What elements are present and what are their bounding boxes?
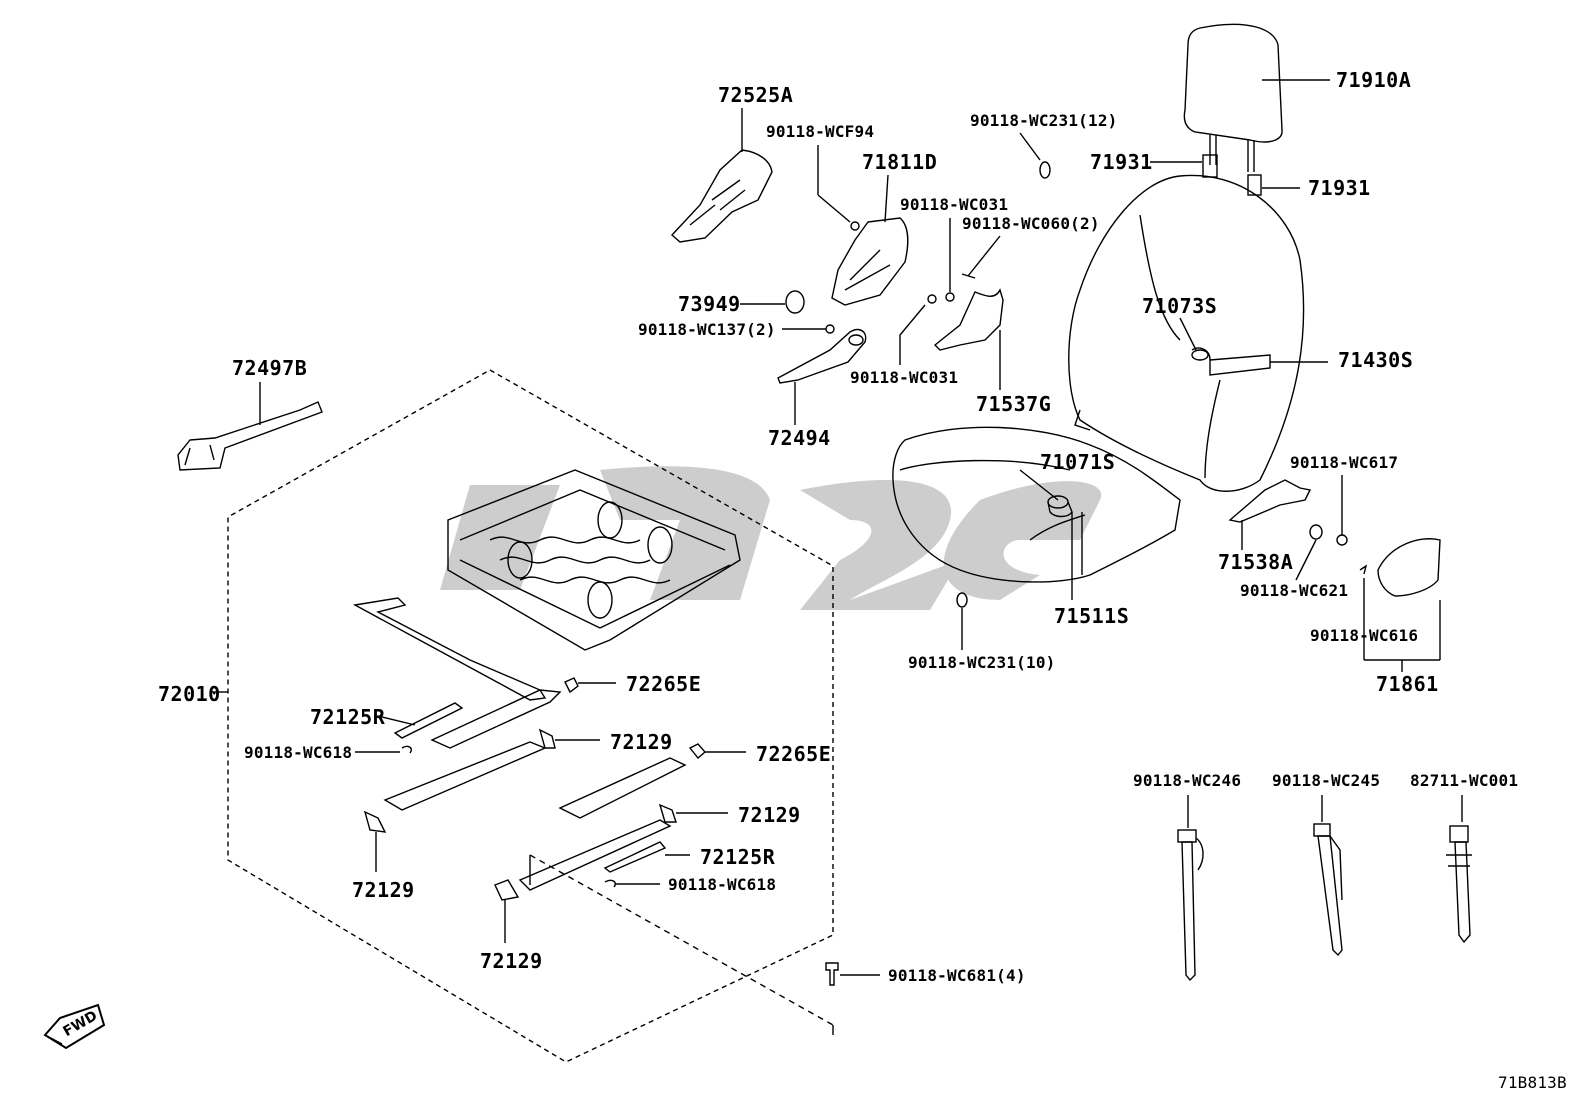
recliner-cover-72525A [670,149,773,243]
rail-upper-left [430,689,562,749]
cover-71861 [1377,538,1441,597]
heater-71430S [1191,347,1271,376]
headrest-71910A [1183,23,1283,143]
label-90118-WC245: 90118-WC245 [1272,771,1381,790]
assembly-line [529,854,834,1026]
label-71811D: 71811D [862,150,938,174]
seat-cushion-frame [447,469,741,651]
label-71538A: 71538A [1218,550,1294,574]
rail-lower-left [383,741,547,811]
watermark-shape-3 [800,480,960,610]
cable-tie-WC245 [1313,795,1343,957]
label-72494: 72494 [768,426,831,450]
label-90118-WC031-a: 90118-WC031 [900,195,1009,214]
label-90118-WCF94: 90118-WCF94 [766,122,875,141]
line-art [43,23,1472,1063]
headrest-guide-right [1247,174,1262,196]
rail-lower-right [518,819,672,891]
label-90118-WC231-10: 90118-WC231(10) [908,653,1056,672]
label-90118-WC621: 90118-WC621 [1240,581,1349,600]
clip-WC231-12 [1039,161,1051,179]
label-72129-c: 72129 [352,878,415,902]
clamp-82711-WC001 [1446,795,1472,944]
label-90118-WC616: 90118-WC616 [1310,626,1419,645]
seat-cushion-71071S [892,426,1181,583]
label-72525A: 72525A [718,83,794,107]
fwd-arrow-icon [43,1003,106,1050]
label-72265E-a: 72265E [626,672,702,696]
label-72129-a: 72129 [610,730,673,754]
label-72010: 72010 [158,682,221,706]
screw-WCF94 [850,221,860,231]
label-90118-WC246: 90118-WC246 [1133,771,1242,790]
cover-72129-c [363,810,387,833]
clip-WC231-10 [956,592,968,608]
spring-72125R-b [603,841,667,873]
leader-72125R-a [377,715,416,726]
cover-71811D [831,217,909,306]
label-72497B: 72497B [232,356,308,380]
wire-rod [352,597,547,701]
rail-upper-right [558,757,687,819]
label-71931-b: 71931 [1308,176,1371,200]
clip-WC616 [1359,564,1368,575]
label-90118-WC681-4: 90118-WC681(4) [888,966,1026,985]
label-71537G: 71537G [976,392,1052,416]
leader-90118-WCF94 [817,194,851,223]
bolt-WC681 [825,962,839,986]
label-71071S: 71071S [1040,450,1116,474]
label-90118-WC617: 90118-WC617 [1290,453,1399,472]
label-90118-WC231-12: 90118-WC231(12) [970,111,1118,130]
label-71861: 71861 [1376,672,1439,696]
figure-code: 71B813B [1498,1073,1567,1092]
watermark [440,466,1102,610]
label-71931-a: 71931 [1090,150,1153,174]
trim-72497B [177,401,323,471]
knob-73949 [785,290,805,314]
label-72129-b: 72129 [738,803,801,827]
cover-72129-d [494,879,520,901]
cover-72129-b [658,803,677,823]
bracket-71538A [1228,479,1312,523]
seat-back-71073S [1068,174,1305,492]
label-90118-WC060-2: 90118-WC060(2) [962,214,1100,233]
label-90118-WC137-2: 90118-WC137(2) [638,320,776,339]
bracket-72265E-a [564,677,579,694]
label-82711-WC001: 82711-WC001 [1410,771,1519,790]
cover-72129-a [538,728,556,749]
label-72129-d: 72129 [480,949,543,973]
label-71511S: 71511S [1054,604,1130,628]
label-90118-WC618-b: 90118-WC618 [668,875,777,894]
cable-tie-WC246 [1177,795,1204,982]
leader-90118-WC060 [967,235,1001,277]
label-72265E-b: 72265E [756,742,832,766]
leader-71811D [884,174,889,223]
leader-71073S [1179,317,1197,351]
clip-WC618-b [604,879,616,888]
label-71430S: 71430S [1338,348,1414,372]
leader-90118-WC621 [1295,539,1317,581]
label-71910A: 71910A [1336,68,1412,92]
label-90118-WC618-a: 90118-WC618 [244,743,353,762]
leader-90118-WC031-b [899,304,926,365]
lever-72494 [777,328,867,384]
label-72125R-a: 72125R [310,705,386,729]
clip-WC618-a [401,745,412,754]
watermark-shape-4 [943,481,1102,600]
nut-WC621 [1309,524,1323,540]
bracket-71537G [933,288,1004,351]
label-73949: 73949 [678,292,741,316]
label-90118-WC031-b: 90118-WC031 [850,368,959,387]
spring-72125R-a [393,702,464,739]
leader-71071S [1019,469,1059,501]
label-72125R-b: 72125R [700,845,776,869]
bracket-72265E-b [688,743,706,760]
screw-WC137 [825,324,835,334]
label-71073S: 71073S [1142,294,1218,318]
leader-90118-WC231-12 [1019,132,1041,161]
screw-WC617 [1336,534,1348,546]
